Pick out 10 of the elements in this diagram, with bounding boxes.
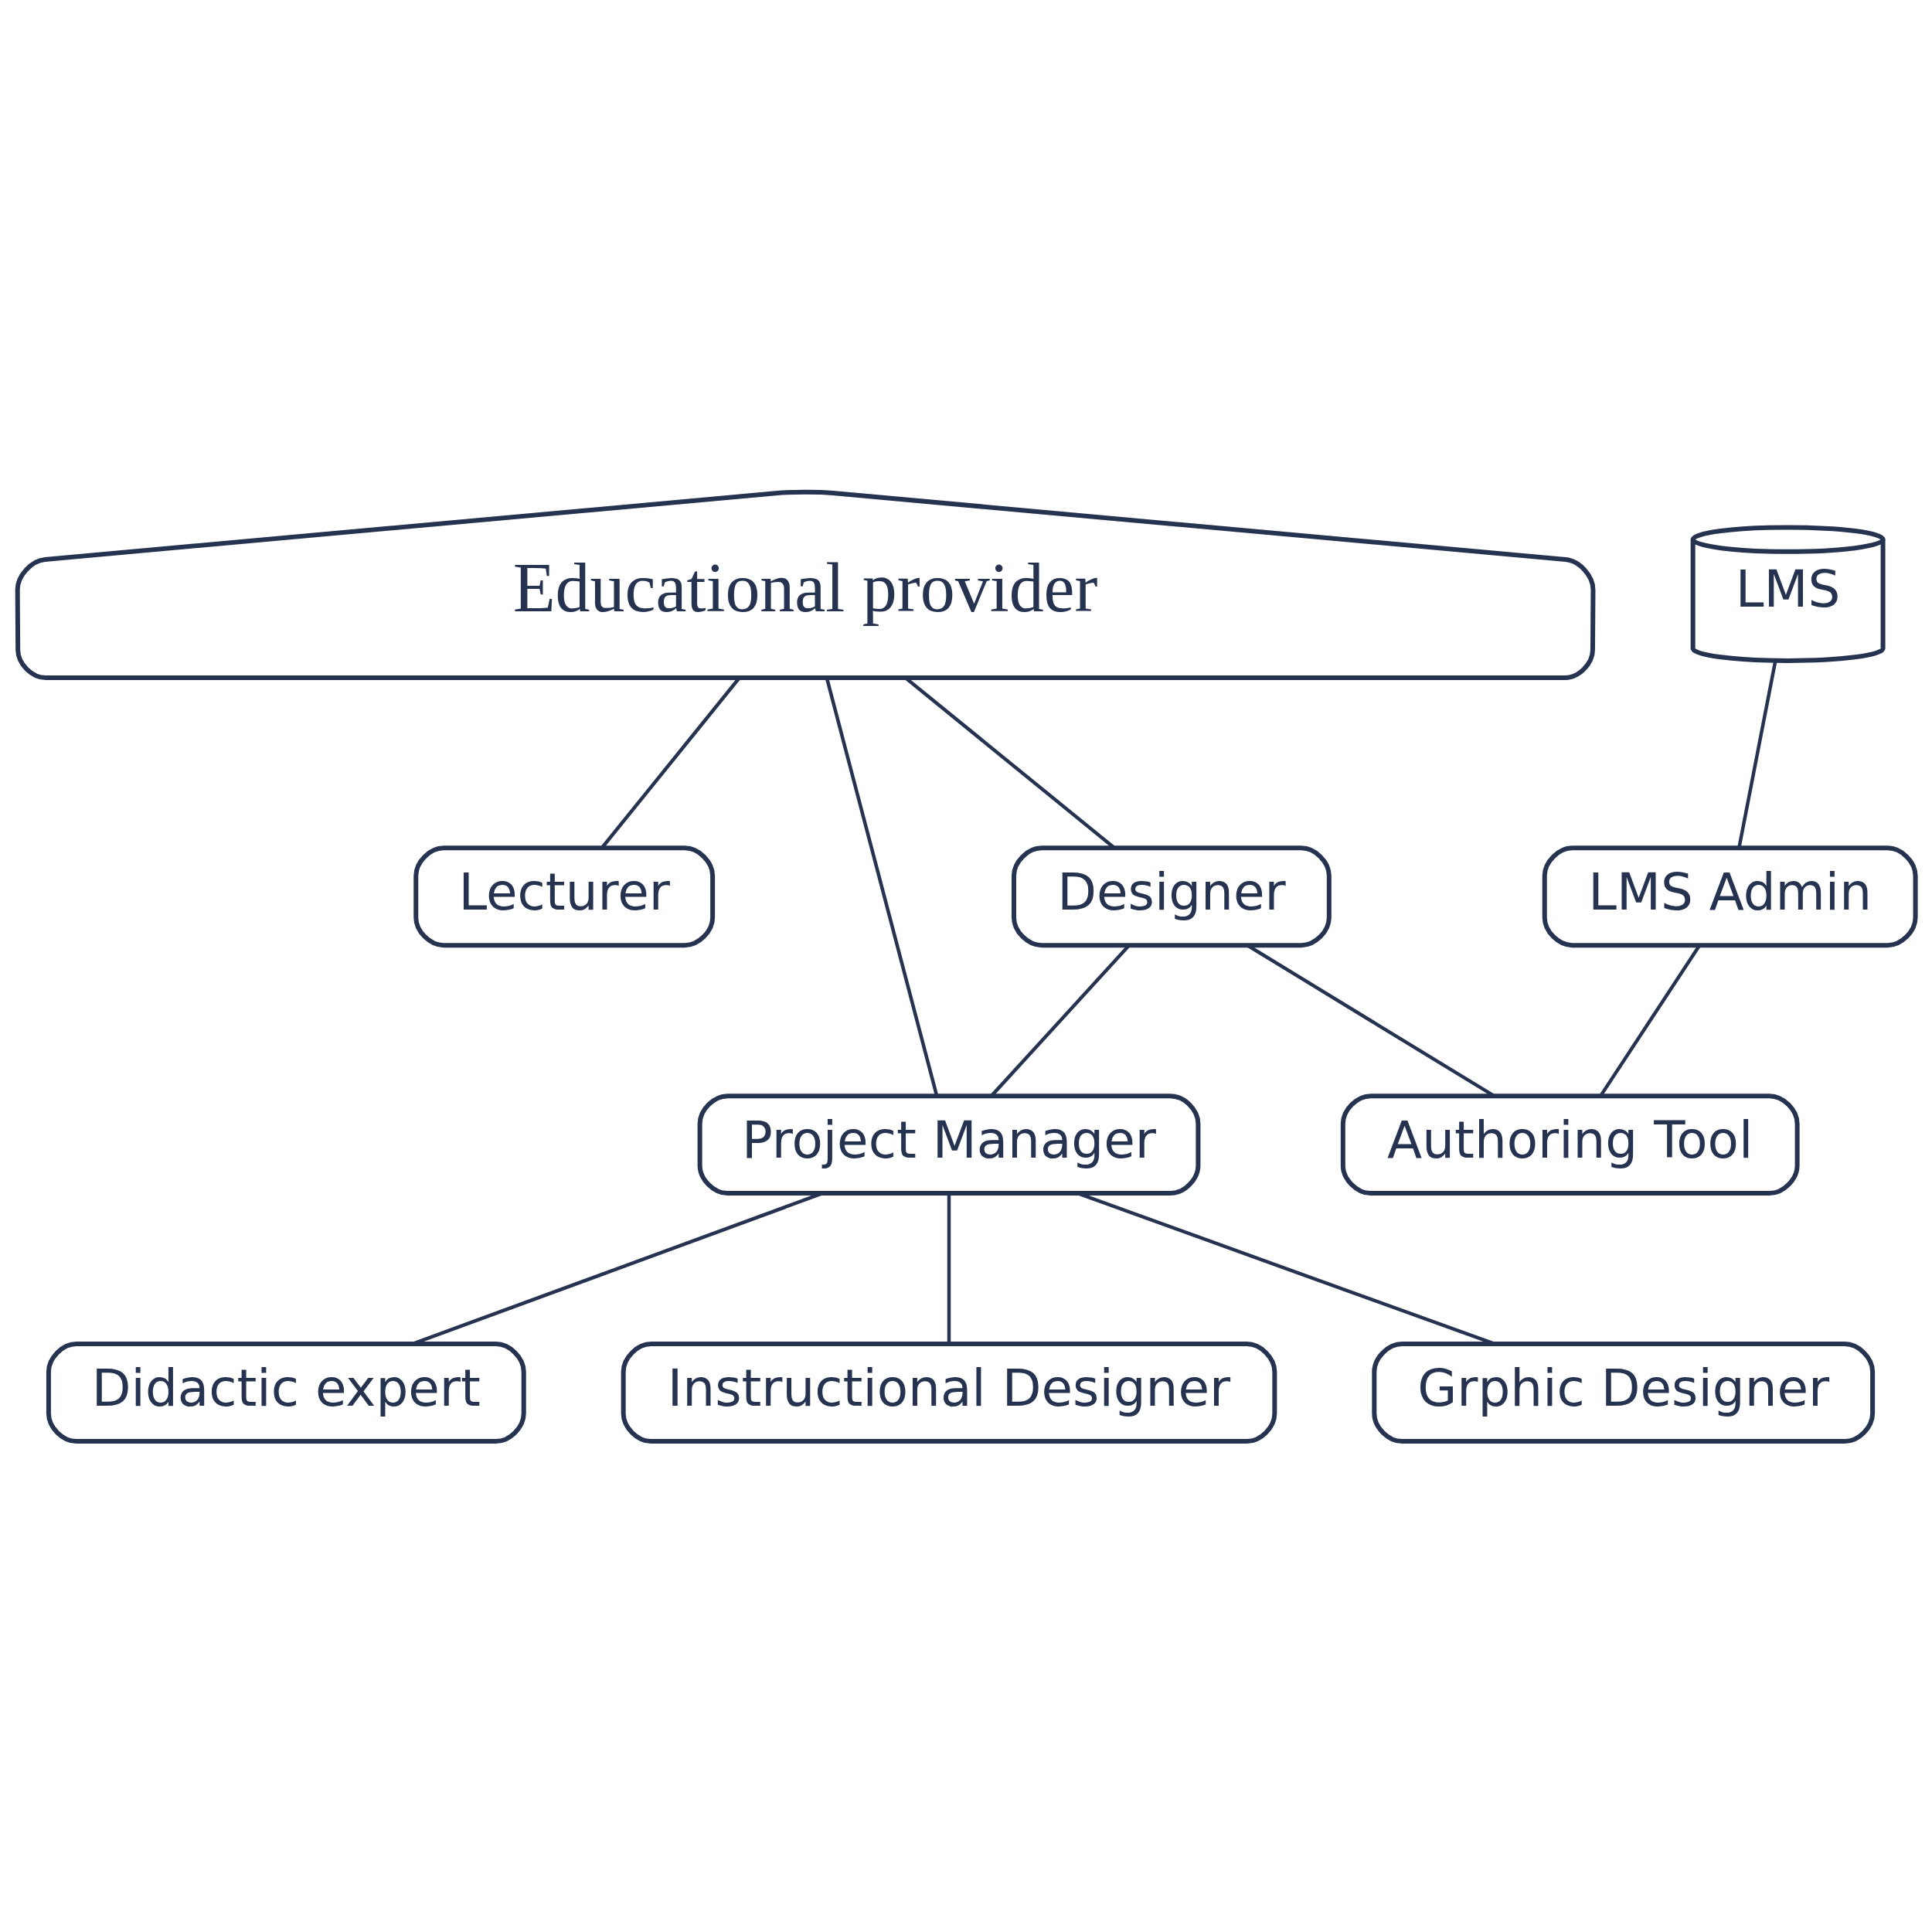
node-box: Lecturer (413, 845, 715, 948)
node-box: Project Manager (697, 1094, 1200, 1196)
connector (947, 1193, 951, 1344)
node-box: Grphic Designer (1371, 1342, 1875, 1444)
node-box: Didactic expert (46, 1342, 526, 1444)
connector (1736, 660, 1777, 848)
node-box: Instructional Designer (621, 1342, 1277, 1444)
node-box: Authoring Tool (1340, 1094, 1800, 1196)
node-box: Designer (1011, 845, 1332, 948)
node-box: LMS Admin (1542, 845, 1918, 948)
